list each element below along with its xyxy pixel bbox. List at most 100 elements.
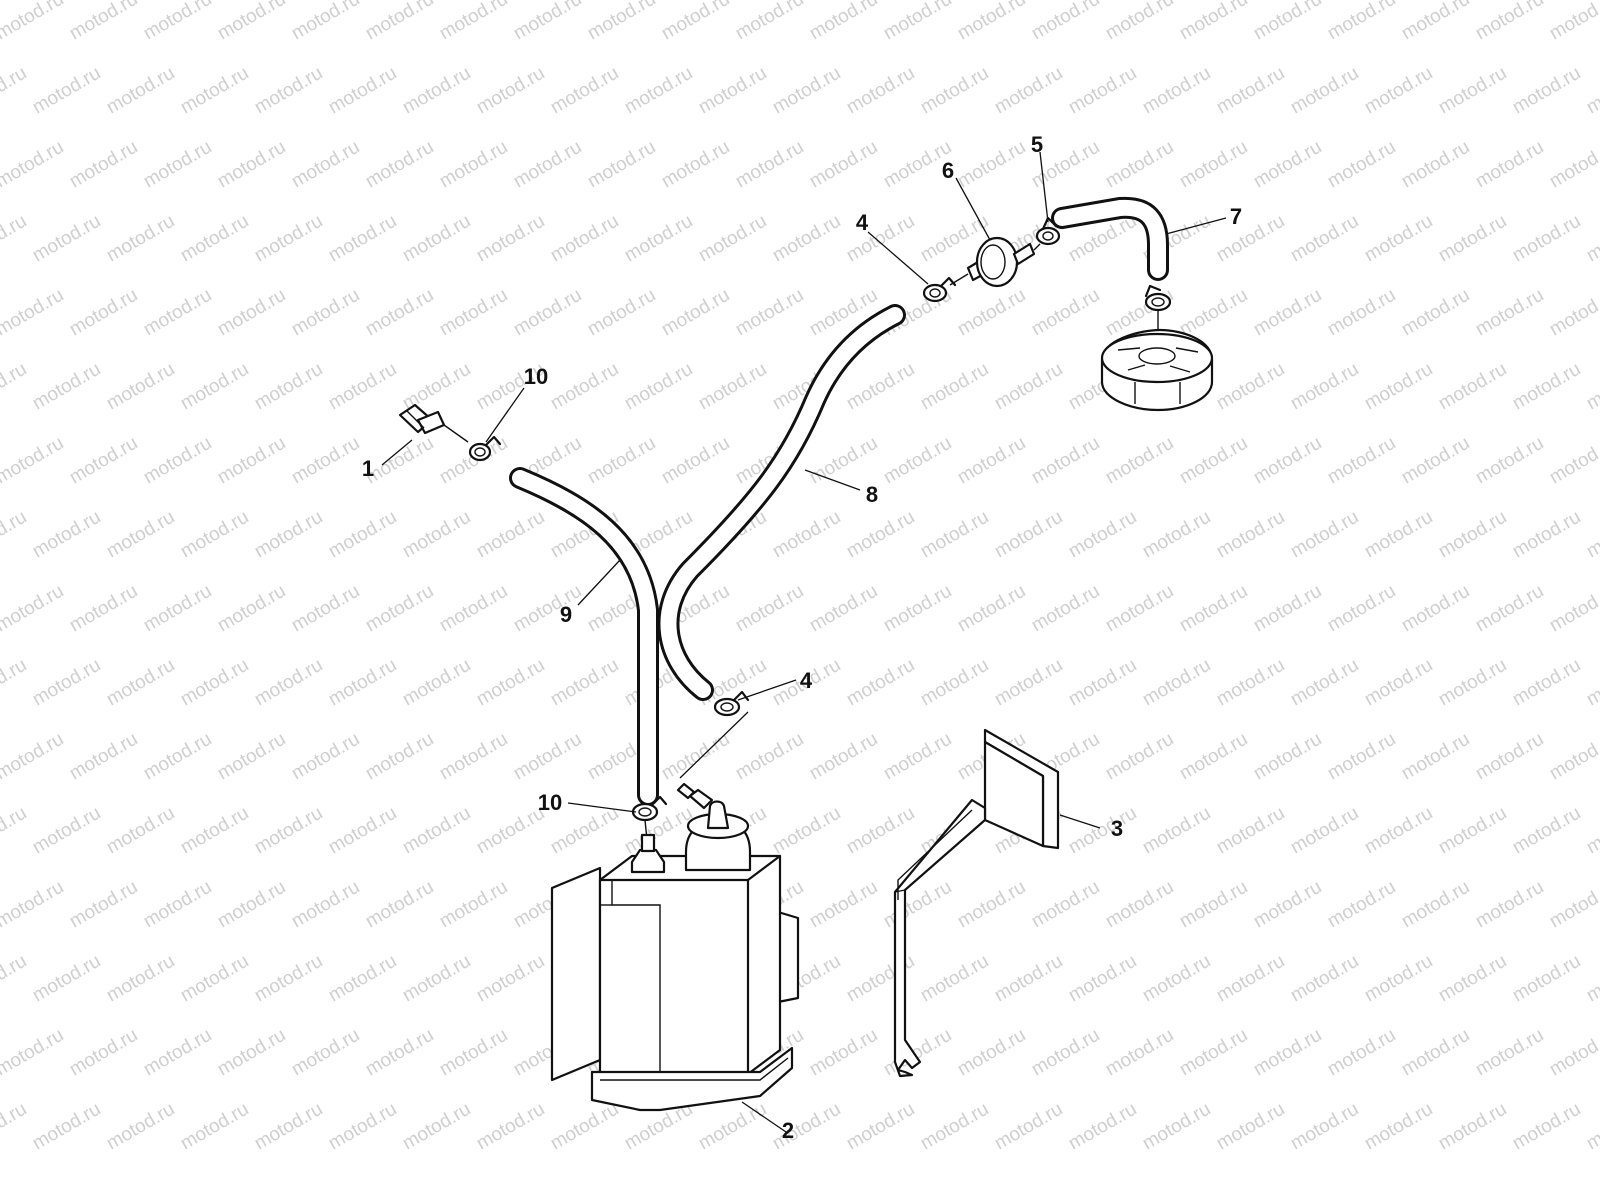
watermark-text: motod.ru — [1435, 951, 1510, 1007]
watermark-text: motod.ru — [1324, 285, 1399, 341]
watermark-text: motod.ru — [658, 137, 733, 193]
watermark-text: motod.ru — [103, 507, 178, 563]
watermark-text: motod.ru — [214, 433, 289, 489]
watermark-text: motod.ru — [473, 507, 548, 563]
watermark-text: motod.ru — [29, 803, 104, 859]
watermark-text: motod.ru — [103, 63, 178, 119]
watermark-text: motod.ru — [1287, 211, 1362, 267]
watermark-text: motod.ru — [917, 507, 992, 563]
callout-4-upper: 4 — [856, 210, 869, 235]
watermark-text: motod.ru — [1361, 1099, 1436, 1155]
watermark-text: motod.ru — [362, 137, 437, 193]
watermark-text: motod.ru — [1176, 1025, 1251, 1081]
watermark-text: motod.ru — [325, 359, 400, 415]
watermark-text: motod.ru — [66, 877, 141, 933]
watermark-text: motod.ru — [547, 1099, 622, 1155]
watermark-text: motod.ru — [1546, 1025, 1600, 1081]
watermark-text: motod.ru — [399, 507, 474, 563]
watermark-text: motod.ru — [1398, 729, 1473, 785]
watermark-text: motod.ru — [399, 359, 474, 415]
watermark-text: motod.ru — [66, 1025, 141, 1081]
watermark-text: motod.ru — [177, 803, 252, 859]
watermark-text: motod.ru — [1583, 655, 1600, 711]
watermark-text: motod.ru — [362, 0, 437, 44]
watermark-text: motod.ru — [1213, 1099, 1288, 1155]
watermark-text: motod.ru — [1250, 0, 1325, 44]
watermark-text: motod.ru — [1213, 359, 1288, 415]
watermark-text: motod.ru — [1435, 63, 1510, 119]
watermark-text: motod.ru — [214, 729, 289, 785]
watermark-text: motod.ru — [1028, 877, 1103, 933]
watermark-text: motod.ru — [732, 729, 807, 785]
watermark-text: motod.ru — [214, 285, 289, 341]
watermark-text: motod.ru — [1361, 655, 1436, 711]
watermark-text: motod.ru — [1250, 729, 1325, 785]
watermark-text: motod.ru — [547, 359, 622, 415]
watermark-text: motod.ru — [399, 951, 474, 1007]
watermark-text: motod.ru — [806, 433, 881, 489]
hose-clip — [1035, 216, 1061, 246]
watermark-text: motod.ru — [103, 655, 178, 711]
watermark-text: motod.ru — [584, 285, 659, 341]
watermark-text: motod.ru — [473, 211, 548, 267]
watermark-text: motod.ru — [1102, 581, 1177, 637]
watermark-text: motod.ru — [1065, 655, 1140, 711]
watermark-text: motod.ru — [1509, 63, 1584, 119]
watermark-text: motod.ru — [843, 951, 918, 1007]
callout-7: 7 — [1230, 204, 1242, 229]
watermark-text: motod.ru — [1583, 951, 1600, 1007]
watermark-text: motod.ru — [214, 581, 289, 637]
watermark-text: motod.ru — [806, 137, 881, 193]
watermark-text: motod.ru — [1028, 581, 1103, 637]
watermark-text: motod.ru — [1435, 211, 1510, 267]
watermark-text: motod.ru — [140, 1025, 215, 1081]
watermark-text: motod.ru — [1324, 137, 1399, 193]
watermark-text: motod.ru — [473, 63, 548, 119]
watermark-text: motod.ru — [436, 581, 511, 637]
watermark-text: motod.ru — [1546, 581, 1600, 637]
watermark-text: motod.ru — [695, 359, 770, 415]
watermark-text: motod.ru — [991, 1099, 1066, 1155]
watermark-text: motod.ru — [1472, 729, 1547, 785]
watermark-text: motod.ru — [806, 0, 881, 44]
watermark-text: motod.ru — [1102, 0, 1177, 44]
watermark-text: motod.ru — [473, 951, 548, 1007]
watermark-text: motod.ru — [1176, 433, 1251, 489]
watermark-text: motod.ru — [991, 359, 1066, 415]
watermark-text: motod.ru — [140, 0, 215, 44]
watermark-text: motod.ru — [0, 0, 67, 44]
hose-clip — [922, 276, 957, 303]
watermark-text: motod.ru — [473, 655, 548, 711]
watermark-text: motod.ru — [1213, 63, 1288, 119]
watermark-text: motod.ru — [1028, 1025, 1103, 1081]
watermark-text: motod.ru — [140, 729, 215, 785]
watermark-text: motod.ru — [1176, 581, 1251, 637]
callout-10-lower: 10 — [538, 790, 562, 815]
watermark-text: motod.ru — [880, 581, 955, 637]
watermark-text: motod.ru — [1102, 729, 1177, 785]
watermark-text: motod.ru — [1213, 507, 1288, 563]
watermark-text: motod.ru — [399, 655, 474, 711]
watermark-text: motod.ru — [1435, 507, 1510, 563]
watermark-text: motod.ru — [1102, 433, 1177, 489]
watermark-text: motod.ru — [0, 1025, 67, 1081]
watermark-text: motod.ru — [954, 877, 1029, 933]
watermark-text: motod.ru — [140, 285, 215, 341]
watermark-text: motod.ru — [1102, 1025, 1177, 1081]
hose-9 — [509, 467, 659, 806]
watermark-text: motod.ru — [1398, 285, 1473, 341]
watermark-text: motod.ru — [1361, 211, 1436, 267]
watermark-text: motod.ru — [1361, 63, 1436, 119]
watermark-text: motod.ru — [917, 951, 992, 1007]
watermark-text: motod.ru — [1509, 359, 1584, 415]
watermark-text: motod.ru — [66, 0, 141, 44]
watermark-text: motod.ru — [0, 581, 67, 637]
watermark-text: motod.ru — [1398, 0, 1473, 44]
watermark-text: motod.ru — [362, 285, 437, 341]
watermark-text: motod.ru — [288, 1025, 363, 1081]
watermark-text: motod.ru — [0, 359, 30, 415]
watermark-text: motod.ru — [1472, 137, 1547, 193]
callout-5: 5 — [1031, 132, 1043, 157]
watermark-text: motod.ru — [436, 1025, 511, 1081]
watermark-text: motod.ru — [1435, 655, 1510, 711]
